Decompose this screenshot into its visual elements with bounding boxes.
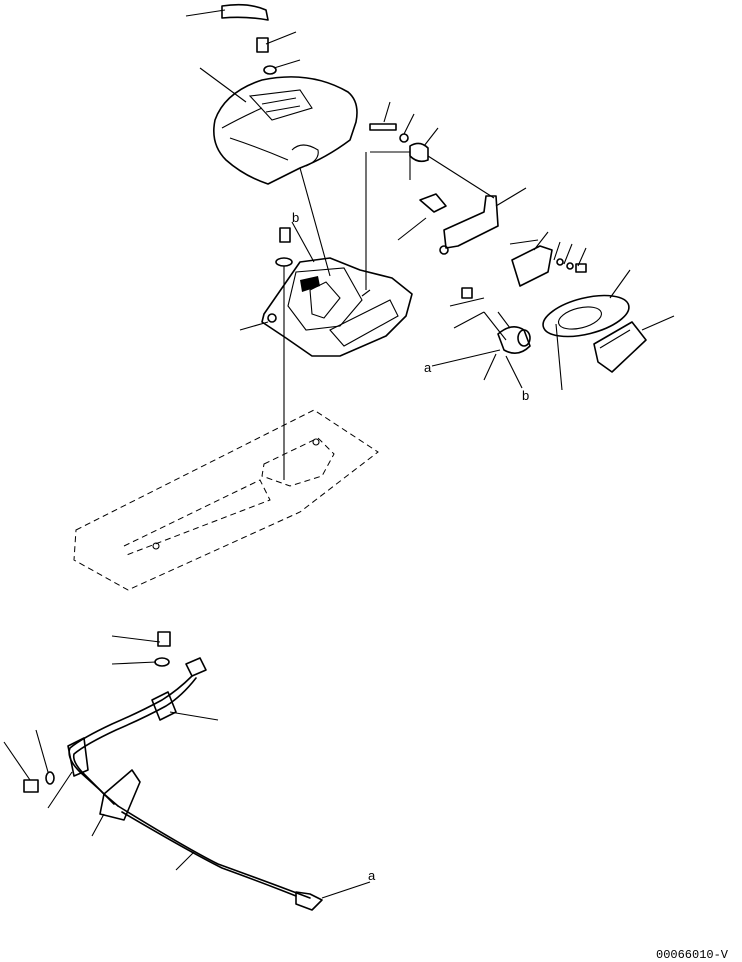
harness-bolt — [111, 631, 171, 667]
lower-bolt-washer — [3, 729, 55, 793]
cover-part — [199, 67, 358, 277]
plate-part — [509, 231, 587, 287]
lamp-lens-assembly — [542, 269, 675, 391]
solenoid-part — [431, 287, 531, 389]
bracket-part — [397, 155, 527, 255]
callout-b-bolt: b — [292, 210, 299, 225]
figure-code: 00066010-V — [656, 948, 729, 962]
clamp-part — [47, 737, 89, 809]
base-plate-part — [239, 257, 413, 357]
callout-b-solenoid: b — [522, 388, 529, 403]
callout-a-solenoid: a — [424, 360, 432, 375]
callout-a-harness-end: a — [368, 868, 376, 883]
bolt-b — [275, 221, 315, 480]
top-bolt — [256, 31, 301, 75]
cap-part — [185, 3, 269, 21]
bolt-washer-set-upper — [365, 101, 439, 290]
wire-harness — [68, 657, 371, 911]
cab-floor-outline — [73, 409, 379, 591]
